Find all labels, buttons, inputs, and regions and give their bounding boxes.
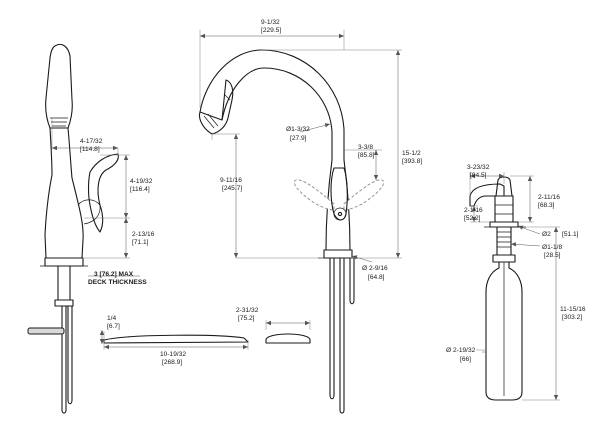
side-handle-hub (77, 199, 101, 225)
soap-pump-height-metric: [68.3] (538, 202, 555, 209)
front-overall-height-label: 15-1/2 (402, 150, 421, 157)
soap-shank-dia-label: Ø1-1/8 (542, 244, 562, 251)
soap-pump-height-label: 2-11/16 (538, 194, 560, 201)
soap-shank-dia-metric: [28.5] (544, 252, 561, 259)
deckplate-width-metric: [75.2] (238, 315, 255, 322)
faucet-side-view (27, 43, 140, 414)
side-spray-face (50, 117, 68, 127)
front-handle-offset-metric: [85.8] (358, 152, 375, 159)
front-handle-offset-label: 3-3/8 (358, 144, 373, 151)
deck-thickness-line1: 3 [76.2] MAX (94, 271, 134, 278)
soap-nut (492, 254, 516, 263)
front-hoses (329, 257, 355, 414)
front-base (323, 249, 353, 259)
base-dia-leader (351, 255, 373, 263)
soap-nozzle (469, 183, 505, 207)
side-spout-reach-metric: [114.8] (80, 146, 100, 153)
front-tube-dia-label: Ø1-3/32 (286, 126, 310, 133)
front-handle-cap (333, 207, 347, 221)
front-spout-inner (221, 67, 333, 161)
side-handle-height-metric: [116.4] (130, 186, 150, 193)
deckplate-drawing (99, 320, 311, 350)
soap-bottle-dia-label: Ø 2-19/32 (446, 347, 476, 354)
deckplate-width-label: 2-31/32 (236, 307, 259, 314)
soap-nozzle-height-metric: [52.2] (464, 215, 481, 222)
side-spray-head (45, 43, 73, 129)
soap-bottle (485, 261, 523, 401)
soap-dispenser-drawing (469, 172, 560, 401)
front-spray-face (203, 93, 231, 129)
side-base-height-metric: [71.1] (132, 239, 149, 246)
front-overall-width-metric: [229.5] (261, 27, 281, 34)
soap-nozzle-height-label: 2-1/16 (464, 207, 483, 214)
front-base-dia-label: Ø 2-9/16 (362, 265, 388, 272)
side-body (44, 174, 84, 259)
deckplate-length-metric: [268.9] (162, 359, 182, 366)
side-base (44, 257, 84, 267)
deck-thickness-line2: DECK THICKNESS (88, 279, 147, 286)
front-base-dia-metric: [64.8] (368, 274, 385, 281)
soap-overall-height-label: 11-15/16 (560, 306, 586, 313)
shank-dia-leader (510, 242, 541, 247)
front-handle-screw (337, 211, 343, 217)
side-neck (49, 127, 73, 179)
side-spout-reach-label: 4-17/32 (80, 138, 103, 145)
tube-dia-leader (299, 123, 331, 133)
front-spout-outer (199, 49, 345, 161)
soap-flange-dia-label: Ø2 (542, 231, 551, 238)
handle-ghost-right (343, 179, 385, 211)
deckplate-end (265, 333, 311, 344)
soap-shank (496, 226, 512, 256)
side-handle-height-label: 4-19/32 (130, 178, 153, 185)
soap-pump-collar (494, 195, 514, 223)
soap-pump-head (495, 176, 513, 197)
front-overall-height-metric: [393.8] (402, 158, 422, 165)
side-weight (27, 327, 65, 335)
soap-bottle-dia-metric: [66] (460, 356, 471, 363)
front-overall-width-label: 9-1/32 (261, 19, 280, 26)
soap-flange (489, 221, 519, 228)
soap-nozzle-reach-metric: [94.5] (470, 172, 487, 179)
soap-overall-height-metric: [303.2] (562, 314, 582, 321)
flange-dia-leader (517, 225, 541, 235)
faucet-front-view (198, 30, 402, 414)
deckplate-length-label: 10-19/32 (160, 351, 186, 358)
soap-nozzle-reach-label: 3-23/32 (467, 164, 490, 171)
soap-flange-dia-metric: [51.1] (562, 231, 579, 238)
deckplate-thickness-label: 1/4 (107, 315, 116, 322)
side-shank (54, 265, 74, 307)
handle-ghost-left (293, 179, 335, 211)
side-base-height-label: 2-13/16 (132, 231, 155, 238)
front-spray-head (198, 79, 234, 135)
deckplate-thickness-metric: [6.7] (107, 323, 120, 330)
side-hose (61, 305, 73, 414)
front-tube-dia-metric: [27.9] (290, 135, 307, 142)
front-spout-height-label: 9-11/16 (220, 177, 242, 184)
deckplate-side (103, 334, 249, 344)
front-spout-height-metric: [245.7] (222, 185, 242, 192)
